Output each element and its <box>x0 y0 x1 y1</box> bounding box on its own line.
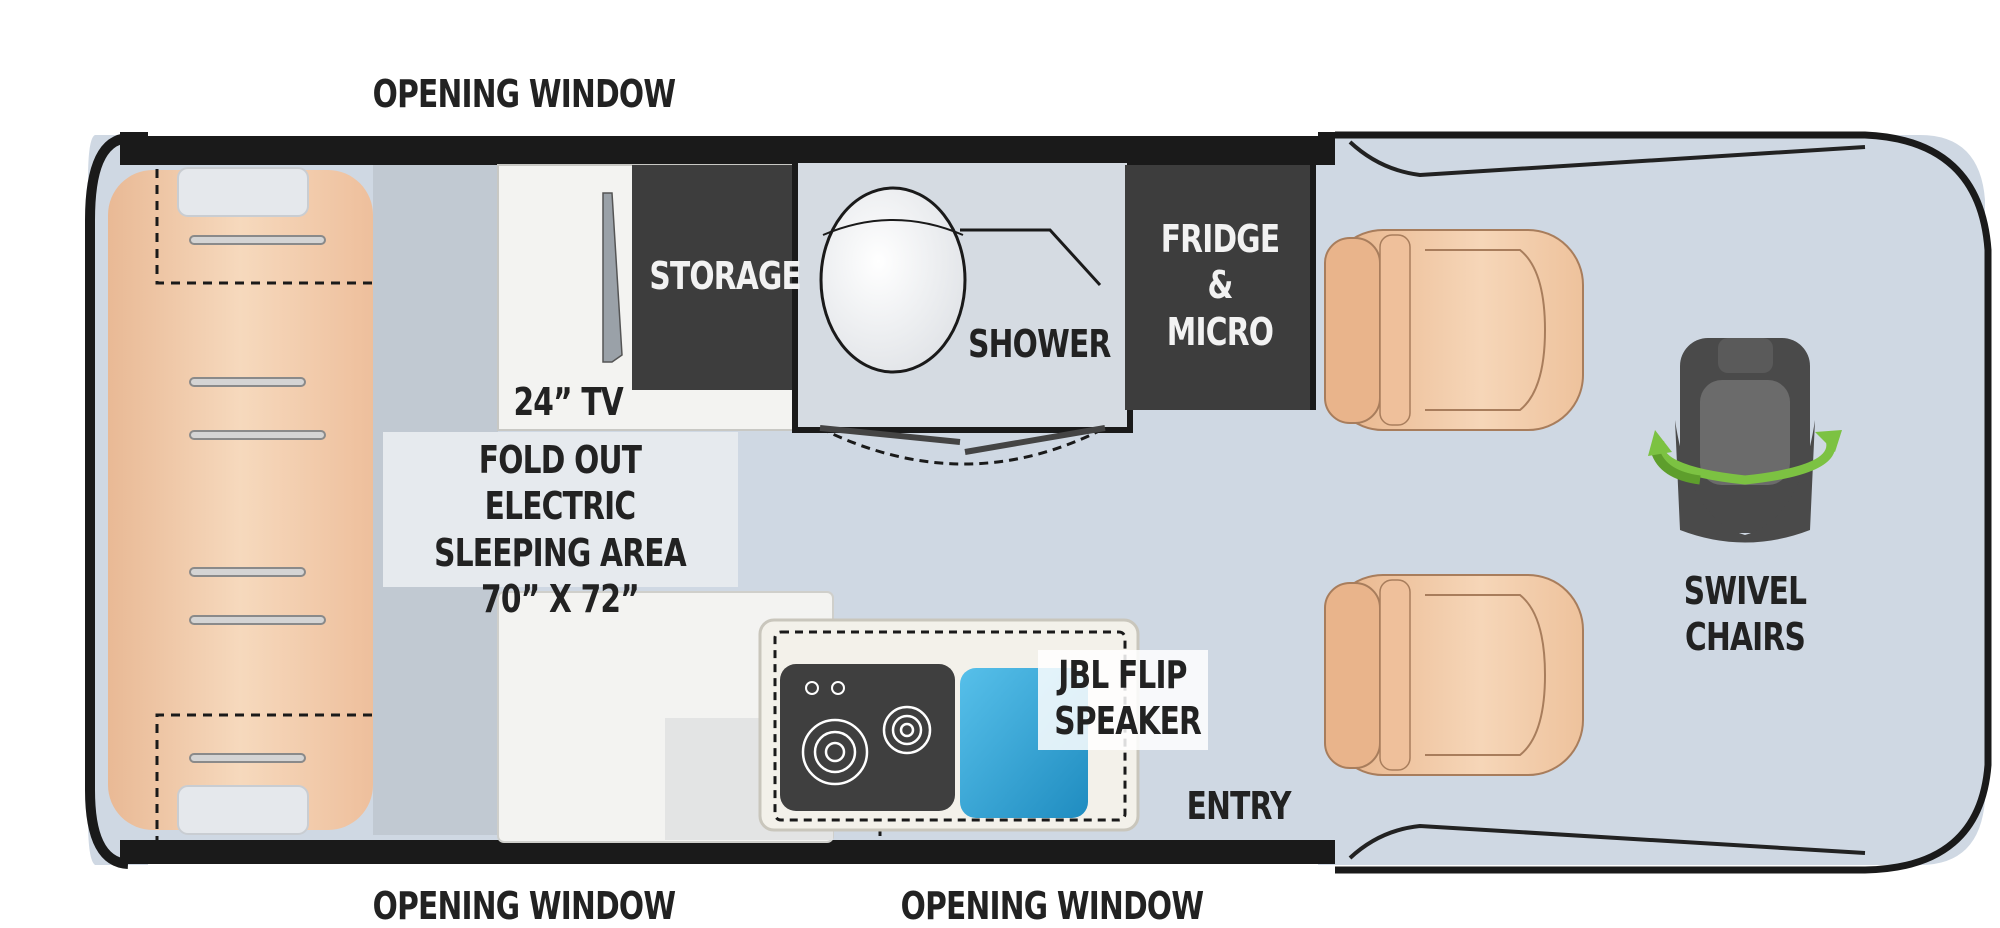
storage-cabinet <box>632 165 792 390</box>
toilet-icon <box>819 186 967 374</box>
speaker-label-line1: JBL FLIP <box>1058 653 1187 697</box>
window-label-top: OPENING WINDOW <box>372 72 676 116</box>
tv-label: 24” TV <box>513 380 623 424</box>
shower-pan-line <box>960 228 1102 287</box>
sleeping-label-line2: SLEEPING AREA <box>434 530 687 575</box>
sleeping-label-line3: 70” X 72” <box>481 577 640 622</box>
bottom-window <box>148 864 1318 870</box>
sleeping-label-line1: FOLD OUT ELECTRIC <box>478 438 642 529</box>
windshield-bottom-line <box>1348 823 1866 860</box>
rear-wall <box>85 133 129 869</box>
fridge-label-line1: FRIDGE <box>1160 217 1280 261</box>
swivel-label-line1: SWIVEL <box>1683 569 1807 613</box>
bed-straps <box>189 235 326 763</box>
swivel-label-line2: CHAIRS <box>1684 615 1806 660</box>
fridge-label-line3: MICRO <box>1166 309 1274 354</box>
sleeping-area-label: FOLD OUT ELECTRIC SLEEPING AREA 70” X 72… <box>404 437 716 622</box>
top-window <box>148 130 1318 136</box>
rear-bed <box>108 170 373 830</box>
top-wall-inner <box>120 141 1335 165</box>
window-label-bottom-left: OPENING WINDOW <box>372 884 676 928</box>
cab-outline <box>1335 131 1992 874</box>
bed-pillow-top <box>177 167 309 217</box>
fridge-micro-label: FRIDGE & MICRO <box>1158 216 1283 355</box>
tv-icon <box>602 192 623 363</box>
captain-chair-icon <box>1324 574 1584 776</box>
shower-label: SHOWER <box>968 322 1111 366</box>
swivel-seat-icon <box>1648 338 1842 543</box>
captain-chair-icon <box>1324 229 1584 431</box>
shower-door-left <box>819 425 961 445</box>
sleeping-label-bg <box>383 432 738 587</box>
cooktop-icon <box>780 664 955 811</box>
fridge-cabinet <box>1125 165 1315 410</box>
swivel-chairs-label: SWIVEL CHAIRS <box>1679 568 1812 661</box>
entry-label: ENTRY <box>1186 784 1292 828</box>
window-label-bottom-right: OPENING WINDOW <box>900 884 1204 928</box>
speaker-label: JBL FLIP SPEAKER <box>1054 652 1202 745</box>
bottom-wall <box>120 840 1335 864</box>
windshield-top-line <box>1348 140 1866 178</box>
fridge-label-line2: & <box>1207 263 1233 308</box>
shower-door-right <box>964 425 1106 455</box>
top-wall <box>120 132 1335 141</box>
bed-pillow-bottom <box>177 785 309 835</box>
storage-label: STORAGE <box>649 254 802 298</box>
shower-door-swing <box>819 426 1106 466</box>
speaker-label-bg <box>1038 650 1208 750</box>
speaker-label-line2: SPEAKER <box>1054 699 1202 744</box>
